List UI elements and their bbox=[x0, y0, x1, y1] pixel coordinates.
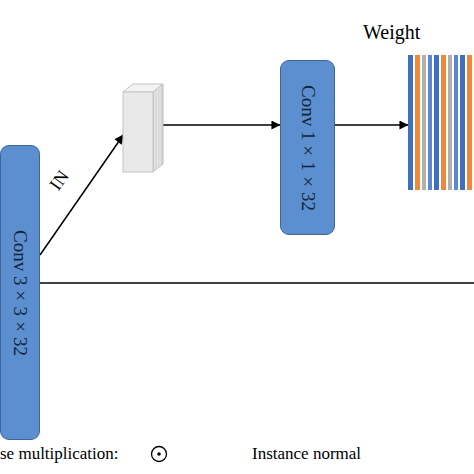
weight-tensor: Weight bbox=[408, 55, 474, 190]
legend-entry: Instance normal bbox=[252, 444, 361, 464]
slice-line bbox=[160, 87, 161, 167]
node-label: Conv 1×1×32 bbox=[297, 85, 319, 211]
node-label: Weight bbox=[363, 21, 420, 44]
block-side bbox=[153, 84, 163, 172]
slice-line bbox=[155, 91, 156, 171]
arrow-connector bbox=[335, 124, 408, 126]
conv-box: Conv 3×3×32 bbox=[0, 145, 40, 440]
multiply-symbol bbox=[149, 444, 169, 464]
node-label: Conv 3×3×32 bbox=[9, 230, 31, 356]
symbol-ring bbox=[151, 447, 166, 462]
slice-line bbox=[157, 89, 158, 169]
legend-text: Instance normal bbox=[252, 444, 361, 464]
legend-entry: se multiplication: bbox=[0, 444, 169, 464]
symbol-dot bbox=[157, 452, 161, 456]
skip-line bbox=[38, 282, 474, 284]
edge-label: IN bbox=[45, 167, 73, 195]
legend-text: se multiplication: bbox=[0, 444, 119, 464]
conv-box: Conv 1×1×32 bbox=[280, 60, 335, 235]
block-front bbox=[123, 92, 153, 172]
feature-map-block bbox=[123, 84, 163, 172]
